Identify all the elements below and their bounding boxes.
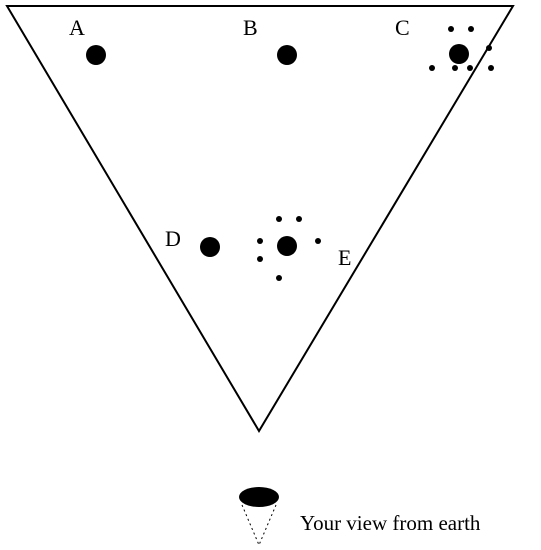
field-of-view-triangle bbox=[5, 5, 515, 433]
object-e-dot bbox=[277, 236, 297, 256]
view-cone-icon bbox=[241, 504, 277, 547]
satellite-dot bbox=[488, 65, 494, 71]
view-caption: Your view from earth bbox=[300, 511, 481, 535]
satellite-dot bbox=[276, 275, 282, 281]
eye-icon bbox=[239, 487, 279, 507]
label-b: B bbox=[243, 15, 258, 40]
satellite-dot bbox=[276, 216, 282, 222]
object-c-dot bbox=[449, 44, 469, 64]
satellite-dot bbox=[429, 65, 435, 71]
object-b-dot bbox=[277, 45, 297, 65]
satellite-dot bbox=[486, 45, 492, 51]
satellite-dot bbox=[296, 216, 302, 222]
object-c-cluster bbox=[429, 26, 494, 71]
label-c: C bbox=[395, 15, 410, 40]
object-d-dot bbox=[200, 237, 220, 257]
object-e-cluster bbox=[257, 216, 321, 281]
satellite-dot bbox=[257, 256, 263, 262]
object-a-dot bbox=[86, 45, 106, 65]
label-e: E bbox=[338, 245, 351, 270]
satellite-dot bbox=[315, 238, 321, 244]
label-d: D bbox=[165, 226, 181, 251]
satellite-dot bbox=[468, 26, 474, 32]
satellite-dot bbox=[448, 26, 454, 32]
label-a: A bbox=[69, 15, 85, 40]
satellite-dot bbox=[452, 65, 458, 71]
satellite-dot bbox=[257, 238, 263, 244]
satellite-dot bbox=[467, 65, 473, 71]
